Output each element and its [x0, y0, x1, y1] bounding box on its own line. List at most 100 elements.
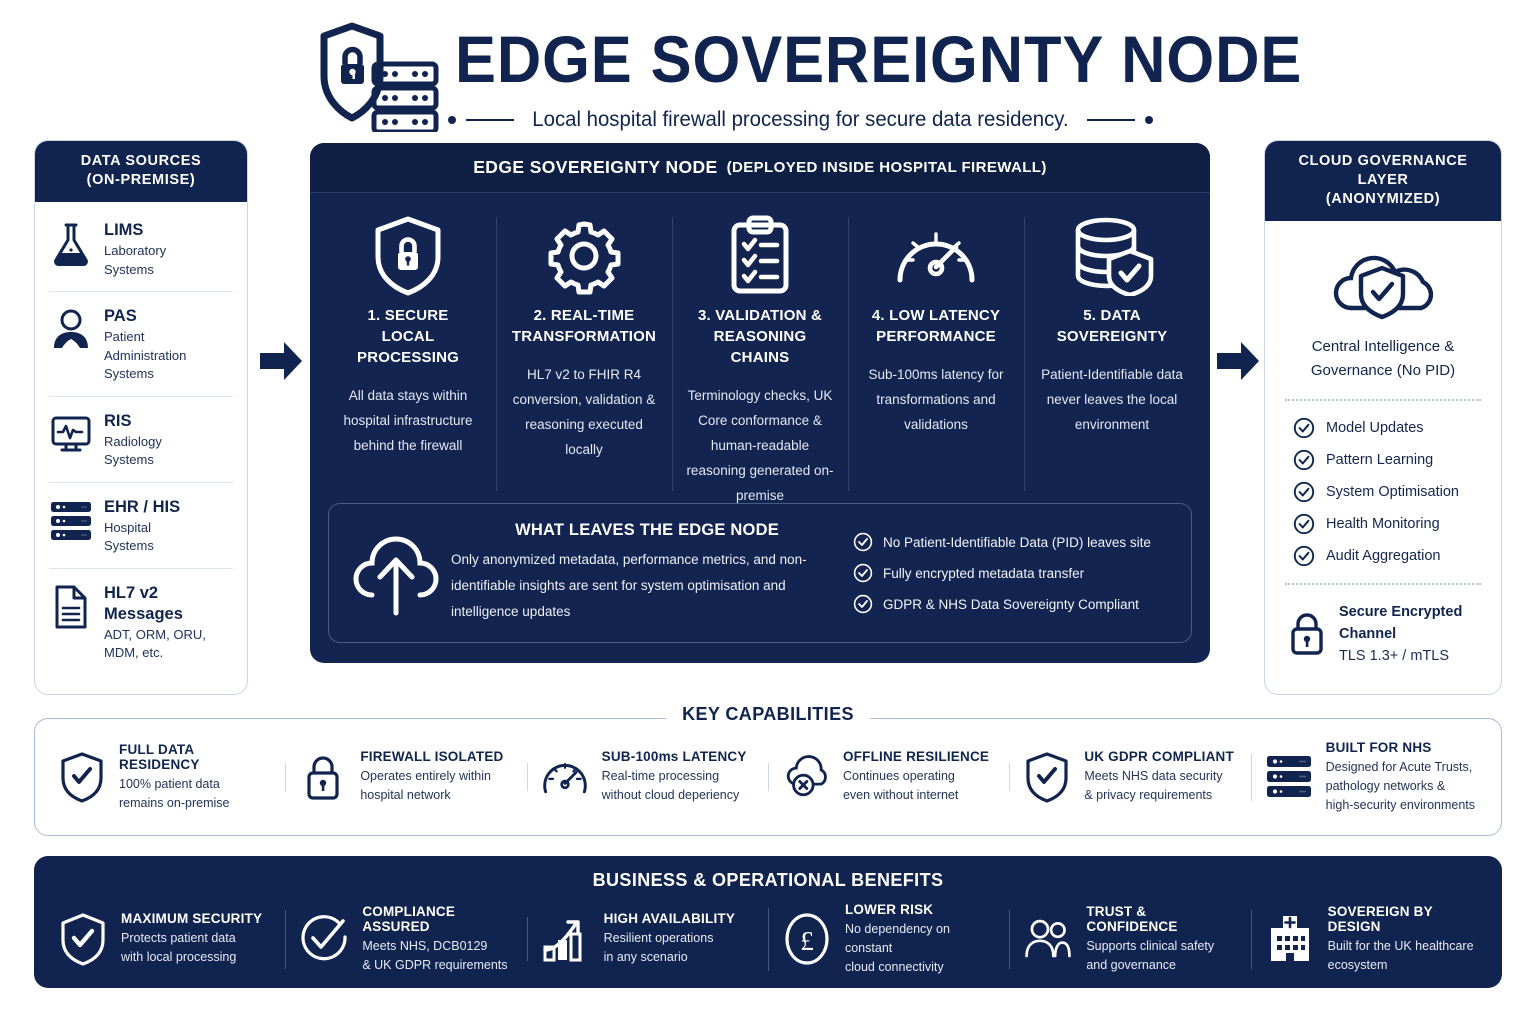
page-header: EDGE SOVEREIGNTY NODE Local hospital fir… [0, 8, 1536, 134]
circle-check-icon [853, 532, 873, 552]
hospital-icon [1265, 914, 1315, 964]
benefit-compliance-assured[interactable]: COMPLIANCE ASSURED Meets NHS, DCB0129& U… [285, 904, 526, 975]
data-sources-heading-line2: (ON-PREMISE) [86, 172, 196, 188]
flask-icon [49, 219, 93, 269]
document-icon [49, 582, 93, 632]
edge-node-header-sub: (DEPLOYED INSIDE HOSPITAL FIREWALL) [726, 159, 1047, 176]
list-item-label: GDPR & NHS Data Sovereignty Compliant [883, 596, 1139, 612]
bar-chart-arrow-icon [541, 914, 591, 964]
capability-firewall-isolated[interactable]: FIREWALL ISOLATED Operates entirely with… [285, 749, 526, 805]
subtitle-dot-right [1144, 116, 1153, 124]
data-sources-heading-line1: DATA SOURCES [80, 153, 202, 169]
list-item: Pattern Learning [1293, 449, 1481, 471]
capability-title: FULL DATA RESIDENCY [119, 741, 200, 772]
gear-icon [508, 213, 660, 299]
circle-check-icon [1293, 513, 1315, 535]
secure-channel-sub: TLS 1.3+ / mTLS [1339, 648, 1450, 664]
subtitle-row: Local hospital firewall processing for s… [448, 108, 1308, 132]
list-item: No Patient-Identifiable Data (PID) leave… [853, 532, 1173, 552]
pillar-desc: Patient-Identifiable data never leaves t… [1041, 367, 1183, 432]
list-item-title: RIS [104, 411, 132, 430]
what-leaves-box: WHAT LEAVES THE EDGE NODE Only anonymize… [328, 503, 1192, 643]
benefit-title: MAXIMUM SECURITY [121, 911, 263, 926]
cloud-upload-icon [341, 527, 451, 619]
list-item-label: No Patient-Identifiable Data (PID) leave… [883, 534, 1151, 550]
pillar-desc: HL7 v2 to FHIR R4 conversion, validation… [512, 367, 656, 457]
circle-check-icon [853, 563, 873, 583]
benefit-sovereign-by-design[interactable]: SOVEREIGN BY DESIGN Built for the UK hea… [1250, 904, 1492, 975]
edge-node-panel: EDGE SOVEREIGNTY NODE (DEPLOYED INSIDE H… [310, 143, 1210, 663]
svg-text:£: £ [800, 926, 814, 956]
list-item: GDPR & NHS Data Sovereignty Compliant [853, 594, 1173, 614]
benefit-title: LOWER RISK [844, 901, 934, 917]
list-item: Audit Aggregation [1293, 545, 1481, 567]
benefits-section: BUSINESS & OPERATIONAL BENEFITS MAXIMUM … [34, 856, 1502, 988]
shield-lock-server-icon [312, 20, 452, 132]
capability-title: BUILT FOR NHS [1325, 739, 1432, 755]
pillar-validation-reasoning[interactable]: 3. VALIDATION &REASONING CHAINS Terminol… [672, 207, 848, 503]
circle-check-icon [1293, 545, 1315, 567]
benefit-title: COMPLIANCE ASSURED [362, 903, 456, 934]
cloud-shield-check-icon [1281, 237, 1485, 329]
subtitle-rule-left [466, 119, 514, 121]
benefit-trust-confidence[interactable]: TRUST & CONFIDENCE Supports clinical saf… [1009, 904, 1250, 975]
capability-built-for-nhs[interactable]: BUILT FOR NHS Designed for Acute Trusts,… [1250, 739, 1492, 815]
list-item: Health Monitoring [1293, 513, 1481, 535]
shield-lock-icon [332, 213, 484, 299]
key-capabilities-legend: KEY CAPABILITIES [666, 704, 870, 725]
padlock-icon [1287, 611, 1327, 657]
list-item-title: PAS [104, 307, 137, 325]
benefit-title: TRUST & CONFIDENCE [1086, 903, 1178, 934]
list-item-title: EHR / HIS [104, 497, 181, 516]
list-item: Fully encrypted metadata transfer [853, 563, 1173, 583]
capability-uk-gdpr-compliant[interactable]: UK GDPR COMPLIANT Meets NHS data securit… [1009, 749, 1250, 805]
secure-channel-row: Secure Encrypted Channel TLS 1.3+ / mTLS [1281, 601, 1485, 667]
list-item-label: Health Monitoring [1326, 516, 1440, 532]
server-rack-icon [49, 496, 93, 546]
list-item-label: System Optimisation [1326, 484, 1459, 500]
cloud-governance-panel: CLOUD GOVERNANCE LAYER (ANONYMIZED) Cent… [1264, 140, 1502, 695]
cloud-governance-heading: CLOUD GOVERNANCE LAYER (ANONYMIZED) [1265, 141, 1501, 221]
arrow-right-icon [1215, 339, 1261, 383]
what-leaves-title: WHAT LEAVES THE EDGE NODE [515, 521, 779, 539]
circle-check-icon [1293, 449, 1315, 471]
pound-circle-icon: £ [782, 912, 832, 966]
list-item-title: LIMS [104, 221, 144, 239]
benefit-title: HIGH AVAILABILITY [603, 911, 736, 926]
subtitle-rule-right [1086, 119, 1135, 121]
capability-desc: Designed for Acute Trusts,pathology netw… [1325, 759, 1476, 812]
pillar-desc: All data stays within hospital infrastru… [343, 388, 473, 453]
key-capabilities-section: KEY CAPABILITIES FULL DATA RESIDENCY 100… [34, 704, 1502, 836]
capability-title: FIREWALL ISOLATED [360, 749, 504, 764]
